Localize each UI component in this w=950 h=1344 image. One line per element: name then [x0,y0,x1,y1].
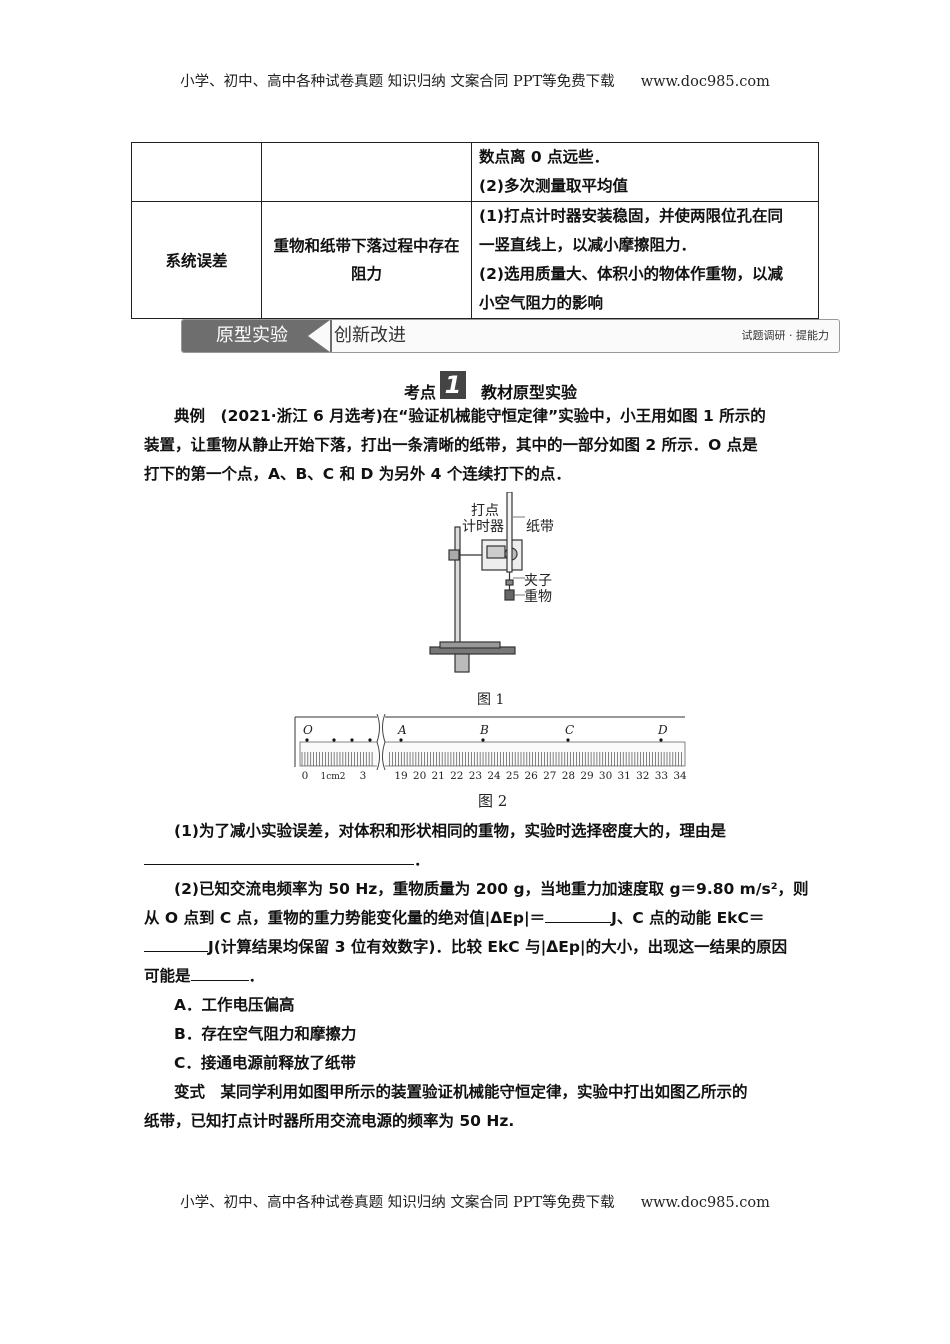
answer-blank-ep[interactable] [545,904,612,923]
ruler-num: 24 [487,770,501,782]
tape-point-O: O [303,723,313,737]
ruler-num: 25 [506,770,519,782]
question-1: (1)为了减小实验误差，对体积和形状相同的重物，实验时选择密度大的，理由是 [174,822,726,840]
ruler-num: 3 [360,770,367,782]
tape-dot [566,738,570,742]
variant-line-2: 纸带，已知打点计时器所用交流电源的频率为 50 Hz. [144,1112,515,1130]
answer-blank-reason[interactable] [190,962,249,981]
tape-dot [481,738,485,742]
question-2-line-3: J(计算结果均保留 3 位有效数字)．比较 EkC 与|ΔEp|的大小，出现这一… [144,933,814,962]
table-row: 系统误差 重物和纸带下落过程中存在阻力 (1)打点计时器安装稳固，并使两限位孔在… [131,201,819,319]
q2-text: J(计算结果均保留 3 位有效数字)．比较 EkC 与|ΔEp|的大小，出现这一… [208,938,788,956]
ruler-num: 28 [562,770,575,782]
header-text: 小学、初中、高中各种试卷真题 知识归纳 文案合同 PPT等免费下载 [180,74,615,90]
cell-line: (2)多次测量取平均值 [479,177,628,195]
tape-dot [305,738,309,742]
table-cell [261,142,472,202]
ruler-num: 27 [543,770,556,782]
option-a: A．工作电压偏高 [174,996,295,1014]
option-b: B．存在空气阻力和摩擦力 [174,1025,357,1043]
banner-middle-label: 创新改进 [334,325,406,346]
ruler-num: 21 [432,770,445,782]
fig1-label-weight: 重物 [524,589,552,605]
ruler-num: 23 [469,770,482,782]
cell-line: 数点离 0 点远些． [479,148,610,166]
table-cell-system-error: 系统误差 [131,201,262,319]
tape-dot [368,738,372,742]
option-c: C．接通电源前释放了纸带 [174,1054,356,1072]
ruler-num: 20 [413,770,426,782]
error-table: 数点离 0 点远些． (2)多次测量取平均值 系统误差 重物和纸带下落过程中存在… [131,142,819,319]
footer-text: 小学、初中、高中各种试卷真题 知识归纳 文案合同 PPT等免费下载 [180,1195,615,1211]
banner-left-label: 原型实验 [182,320,332,352]
ruler-num: 29 [580,770,593,782]
tape-dot [659,738,663,742]
question-2-line-2: 从 O 点到 C 点，重物的重力势能变化量的绝对值|ΔEp|＝ J、C 点的动能 … [144,904,814,933]
ruler-num: 19 [394,770,407,782]
cell-line: 小空气阻力的影响 [479,294,604,312]
example-line-2: 装置，让重物从静止开始下落，打出一条清晰的纸带，其中的一部分如图 2 所示．O … [144,436,758,454]
footer-site: www.doc985.com [640,1195,770,1211]
tape-point-B: B [479,723,489,737]
fig1-label-tape: 纸带 [526,519,554,535]
tape-point-A: A [397,723,407,737]
fig1-label-clip: 夹子 [524,573,552,589]
q2-end: ． [248,967,265,985]
ruler-num: 30 [599,770,612,782]
kaodian-title: 教材原型实验 [481,383,578,402]
question-2-line-4: 可能是 ． [144,962,814,991]
q2-text: 从 O 点到 C 点，重物的重力势能变化量的绝对值|ΔEp|＝ [144,909,546,927]
tape-point-D: D [657,723,668,737]
variant-line-1: 变式 某同学利用如图甲所示的装置验证机械能守恒定律，实验中打出如图乙所示的 [174,1083,748,1101]
table-cell: (1)打点计时器安装稳固，并使两限位孔在同 一竖直线上，以减小摩擦阻力． (2)… [471,201,819,319]
figure-2-tape: O A B C D 0 1cm2 3 19 20 21 22 23 24 25 26 27 28 2… [294,713,687,782]
ruler-num: 1cm2 [320,772,345,782]
cell-text: 重物和纸带下落过程中存在阻力 [273,237,460,283]
table-row: 数点离 0 点远些． (2)多次测量取平均值 [131,142,819,202]
q1-end: ． [414,851,430,869]
banner-right-label: 试题调研 · 提能力 [741,329,830,342]
answer-blank[interactable] [144,846,414,865]
kaodian-number: 1 [440,371,466,399]
ruler-num: 26 [525,770,539,782]
kaodian-label: 考点 [404,383,437,402]
table-cell: 数点离 0 点远些． (2)多次测量取平均值 [471,142,819,202]
answer-blank-ek[interactable] [144,933,208,952]
q2-text: J、C 点的动能 EkC＝ [611,909,765,927]
page-header: 小学、初中、高中各种试卷真题 知识归纳 文案合同 PPT等免费下载 www.doc… [0,70,950,91]
table-cell: 重物和纸带下落过程中存在阻力 [261,201,472,319]
ruler-num: 32 [636,770,649,782]
table-cell [131,142,262,202]
fig1-label-timer-top: 打点 [471,503,499,519]
page-footer: 小学、初中、高中各种试卷真题 知识归纳 文案合同 PPT等免费下载 www.doc… [0,1191,950,1212]
fig1-caption: 图 1 [477,692,505,708]
cell-line: (1)打点计时器安装稳固，并使两限位孔在同 [479,207,783,225]
ruler-num: 0 [302,770,309,782]
ruler-num: 22 [450,770,463,782]
banner-arrow [308,320,330,352]
ruler-num: 33 [655,770,668,782]
figure-1-apparatus [429,492,525,673]
tape-point-C: C [565,723,574,737]
cell-line: 一竖直线上，以减小摩擦阻力． [479,236,697,254]
tape-dot [350,738,354,742]
fig2-caption: 图 2 [478,792,508,810]
question-2-line-1: (2)已知交流电频率为 50 Hz，重物质量为 200 g，当地重力加速度取 g… [174,880,809,898]
section-banner: 原型实验 创新改进 试题调研 · 提能力 [181,319,840,353]
q2-text: 可能是 [144,967,191,985]
example-line-1: 典例 (2021·浙江 6 月选考)在“验证机械能守恒定律”实验中，小王用如图 … [174,407,766,425]
fig1-label-timer: 计时器 [462,519,504,535]
header-site: www.doc985.com [640,74,770,90]
tape-dot [399,738,403,742]
ruler-num: 31 [618,770,631,782]
tape-dot [332,738,336,742]
cell-line: (2)选用质量大、体积小的物体作重物，以减 [479,265,783,283]
example-line-3: 打下的第一个点，A、B、C 和 D 为另外 4 个连续打下的点． [144,465,571,483]
question-1-blank-line: ． [144,846,814,875]
ruler-num: 34 [673,770,687,782]
